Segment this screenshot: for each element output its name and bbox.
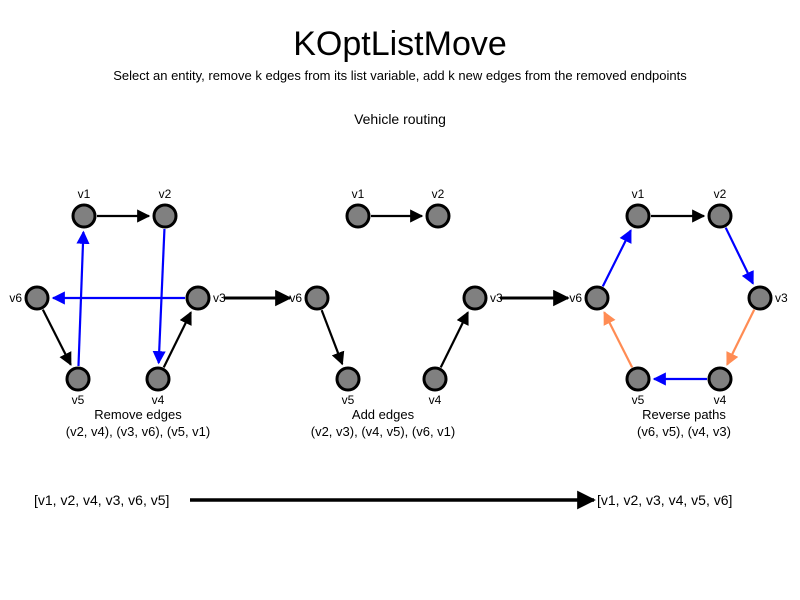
graph-node-v4[interactable]: v4 (422, 366, 448, 407)
edge-v6-to-v5 (320, 309, 345, 366)
node-circle[interactable] (707, 366, 733, 392)
node-circle[interactable] (747, 285, 773, 311)
node-circle[interactable] (462, 285, 488, 311)
graph-node-v3[interactable]: v3 (462, 285, 503, 311)
graph-node-v1[interactable]: v1 (625, 187, 651, 229)
graph-node-v2[interactable]: v2 (152, 187, 178, 229)
node-circle[interactable] (335, 366, 361, 392)
node-circle[interactable] (625, 203, 651, 229)
node-label-v3: v3 (775, 291, 788, 305)
edge-v4-to-v3 (162, 311, 192, 368)
graph-node-v1[interactable]: v1 (345, 187, 371, 229)
node-label-v6: v6 (289, 291, 302, 305)
edge-v6-to-v5 (41, 309, 72, 366)
node-label-v2: v2 (432, 187, 445, 201)
graph-node-v1[interactable]: v1 (71, 187, 97, 229)
node-circle[interactable] (145, 366, 171, 392)
page-subtitle: Select an entity, remove k edges from it… (113, 68, 687, 83)
node-label-v3: v3 (490, 291, 503, 305)
caption-detail: (v2, v3), (v4, v5), (v6, v1) (310, 424, 456, 439)
page-title: KOptListMove (293, 25, 507, 63)
nodes-layer: v1 v2 v3 v4 v5 v6 v1 v2 v3 v4 v5 v6 v1 v2 v3 v4 v5 v6 (9, 187, 788, 407)
edge-v3-to-v4 (726, 309, 756, 366)
node-circle[interactable] (65, 366, 91, 392)
node-label-v4: v4 (152, 393, 165, 407)
node-label-v2: v2 (159, 187, 172, 201)
edge-v2-to-v3 (724, 227, 754, 285)
node-label-v5: v5 (342, 393, 355, 407)
node-label-v6: v6 (9, 291, 22, 305)
node-circle[interactable] (71, 203, 97, 229)
graph-node-v3[interactable]: v3 (747, 285, 788, 311)
graph-node-v5[interactable]: v5 (65, 366, 91, 407)
node-label-v6: v6 (569, 291, 582, 305)
panel-caption-remove: Remove edges (v2, v4), (v3, v6), (v5, v1… (13, 406, 263, 440)
node-label-v1: v1 (78, 187, 91, 201)
node-label-v5: v5 (72, 393, 85, 407)
node-label-v1: v1 (632, 187, 645, 201)
node-label-v4: v4 (714, 393, 727, 407)
node-circle[interactable] (152, 203, 178, 229)
edge-v4-to-v3 (439, 311, 469, 368)
node-circle[interactable] (425, 203, 451, 229)
graph-node-v2[interactable]: v2 (425, 187, 451, 229)
graph-node-v2[interactable]: v2 (707, 187, 733, 229)
graph-node-v6[interactable]: v6 (569, 285, 610, 311)
caption-detail: (v6, v5), (v4, v3) (637, 424, 731, 439)
graph-node-v4[interactable]: v4 (707, 366, 733, 407)
node-circle[interactable] (422, 366, 448, 392)
section-label: Vehicle routing (354, 111, 446, 127)
edge-v5-to-v6 (603, 311, 634, 368)
node-label-v1: v1 (352, 187, 365, 201)
edge-v2-to-v4 (152, 228, 166, 365)
node-circle[interactable] (304, 285, 330, 311)
graph-node-v3[interactable]: v3 (185, 285, 226, 311)
caption-title: Reverse paths (642, 407, 726, 422)
graph-node-v6[interactable]: v6 (9, 285, 50, 311)
edges-layer (41, 209, 756, 386)
node-label-v4: v4 (429, 393, 442, 407)
caption-detail: (v2, v4), (v3, v6), (v5, v1) (65, 424, 211, 439)
node-circle[interactable] (707, 203, 733, 229)
graph-node-v6[interactable]: v6 (289, 285, 330, 311)
panel-caption-add: Add edges (v2, v3), (v4, v5), (v6, v1) (258, 406, 508, 440)
panel-caption-reverse: Reverse paths (v6, v5), (v4, v3) (559, 406, 800, 440)
node-circle[interactable] (584, 285, 610, 311)
node-circle[interactable] (24, 285, 50, 311)
caption-title: Add edges (351, 407, 415, 422)
node-circle[interactable] (345, 203, 371, 229)
node-circle[interactable] (185, 285, 211, 311)
graph-node-v5[interactable]: v5 (335, 366, 361, 407)
edge-v5-to-v1 (76, 230, 90, 367)
graph-node-v4[interactable]: v4 (145, 366, 171, 407)
node-label-v3: v3 (213, 291, 226, 305)
node-label-v2: v2 (714, 187, 727, 201)
node-circle[interactable] (625, 366, 651, 392)
graph-node-v5[interactable]: v5 (625, 366, 651, 407)
edge-v6-to-v1 (601, 229, 632, 287)
sequence-after: [v1, v2, v3, v4, v5, v6] (597, 492, 733, 508)
node-label-v5: v5 (632, 393, 645, 407)
sequence-before: [v1, v2, v4, v3, v6, v5] (34, 492, 170, 508)
caption-title: Remove edges (94, 407, 182, 422)
